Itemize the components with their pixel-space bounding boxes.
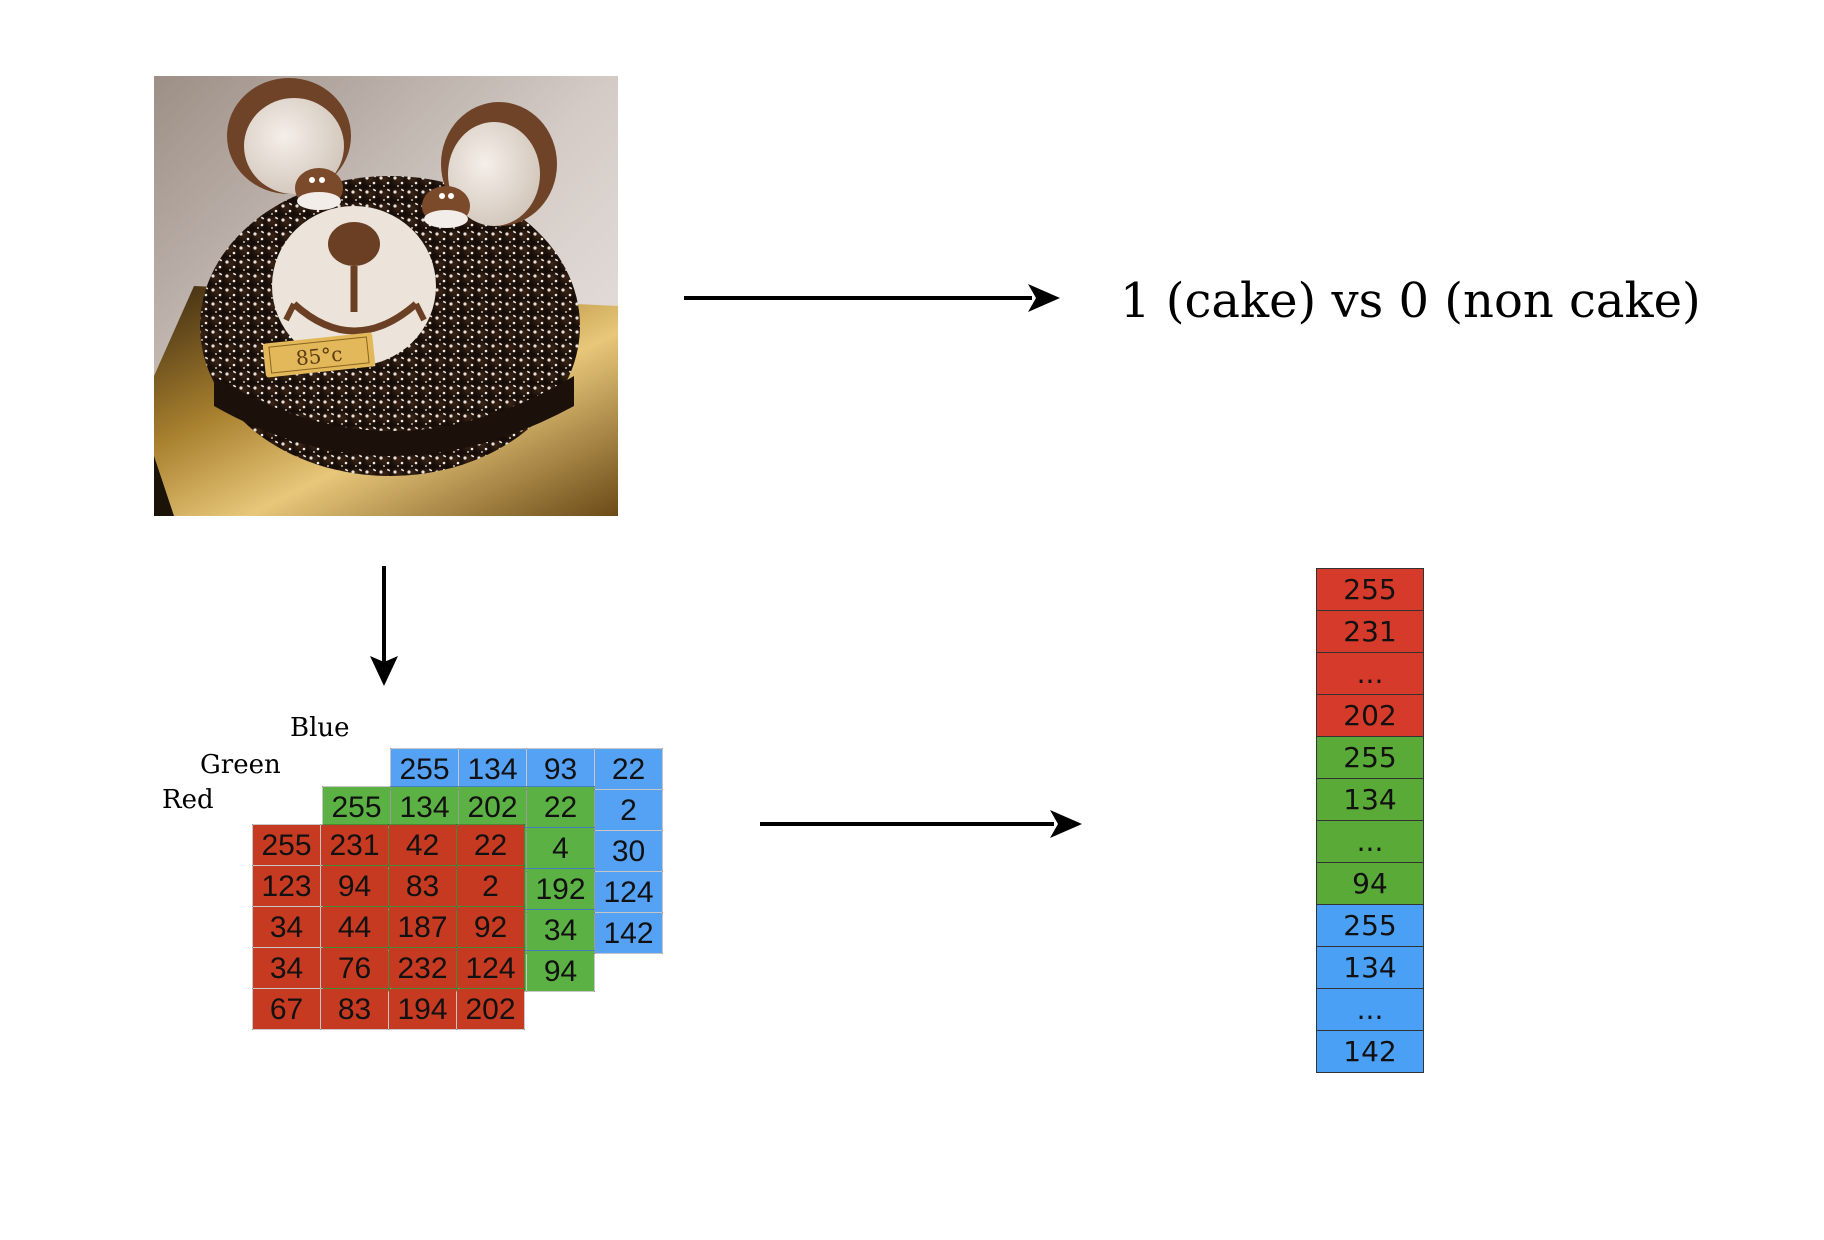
red-matrix-cell: 94 (320, 865, 389, 907)
vector-row: 94 (1316, 862, 1424, 905)
arrow-down-icon (370, 566, 398, 686)
vector-row: 255 (1316, 736, 1424, 779)
red-matrix-cell: 255 (252, 824, 321, 866)
red-matrix-cell: 123 (252, 865, 321, 907)
vector-row: 202 (1316, 694, 1424, 737)
right-eye-icon (422, 186, 470, 228)
vector-row: 255 (1316, 904, 1424, 947)
red-matrix-cell: 202 (456, 988, 525, 1030)
channel-label-green: Green (200, 750, 281, 780)
red-matrix-cell: 2 (456, 865, 525, 907)
vector-cell-green: ... (1316, 820, 1424, 863)
red-matrix-cell: 232 (388, 947, 457, 989)
vector-row: ... (1316, 820, 1424, 863)
arrow-right-bottom-icon (760, 810, 1082, 838)
vector-row: 231 (1316, 610, 1424, 653)
vector-row: 255 (1316, 568, 1424, 611)
vector-cell-blue: 142 (1316, 1030, 1424, 1073)
red-matrix-cell: 67 (252, 988, 321, 1030)
cake-photo: 85°c (154, 76, 618, 516)
red-matrix-cell: 92 (456, 906, 525, 948)
blue-matrix-cell: 30 (594, 830, 663, 872)
classification-label: 1 (cake) vs 0 (non cake) (1120, 273, 1701, 329)
vector-row: 134 (1316, 778, 1424, 821)
blue-matrix-cell: 22 (594, 748, 663, 790)
vector-cell-red: 255 (1316, 568, 1424, 611)
red-matrix-cell: 76 (320, 947, 389, 989)
red-matrix-cell: 42 (388, 824, 457, 866)
channel-label-red: Red (162, 785, 214, 815)
blue-matrix-cell: 142 (594, 912, 663, 954)
blue-matrix-cell: 2 (594, 789, 663, 831)
vector-cell-blue: 255 (1316, 904, 1424, 947)
red-matrix-cell: 231 (320, 824, 389, 866)
vector-cell-blue: 134 (1316, 946, 1424, 989)
green-matrix-cell: 202 (458, 786, 527, 828)
green-matrix-cell: 192 (526, 868, 595, 910)
vector-cell-green: 255 (1316, 736, 1424, 779)
channel-label-blue: Blue (290, 713, 350, 743)
green-matrix-cell: 4 (526, 827, 595, 869)
vector-row: 134 (1316, 946, 1424, 989)
red-matrix-cell: 22 (456, 824, 525, 866)
blue-matrix-cell: 124 (594, 871, 663, 913)
red-matrix-cell: 124 (456, 947, 525, 989)
red-matrix-cell: 187 (388, 906, 457, 948)
blue-matrix-cell: 134 (458, 748, 527, 790)
left-eye-icon (295, 168, 343, 210)
green-matrix-cell: 34 (526, 909, 595, 951)
red-matrix-cell: 34 (252, 906, 321, 948)
vector-cell-green: 94 (1316, 862, 1424, 905)
vector-cell-red: 231 (1316, 610, 1424, 653)
blue-matrix-cell: 255 (390, 748, 459, 790)
blue-matrix-cell: 93 (526, 748, 595, 790)
vector-cell-blue: ... (1316, 988, 1424, 1031)
green-matrix-cell: 22 (526, 786, 595, 828)
green-matrix-cell: 255 (322, 786, 391, 828)
svg-text:85°c: 85°c (295, 342, 344, 371)
vector-row: 142 (1316, 1030, 1424, 1073)
vector-row: ... (1316, 988, 1424, 1031)
vector-cell-red: 202 (1316, 694, 1424, 737)
green-matrix-cell: 134 (390, 786, 459, 828)
vector-cell-red: ... (1316, 652, 1424, 695)
arrow-right-top-icon (684, 284, 1060, 312)
red-matrix-cell: 194 (388, 988, 457, 1030)
muzzle-icon (272, 206, 436, 366)
red-matrix-cell: 44 (320, 906, 389, 948)
red-matrix-cell: 83 (388, 865, 457, 907)
vector-row: ... (1316, 652, 1424, 695)
green-matrix-cell: 94 (526, 950, 595, 992)
plaque-icon: 85°c (262, 332, 376, 378)
vector-cell-green: 134 (1316, 778, 1424, 821)
red-matrix-cell: 83 (320, 988, 389, 1030)
red-matrix-cell: 34 (252, 947, 321, 989)
right-ear-icon (441, 102, 557, 226)
